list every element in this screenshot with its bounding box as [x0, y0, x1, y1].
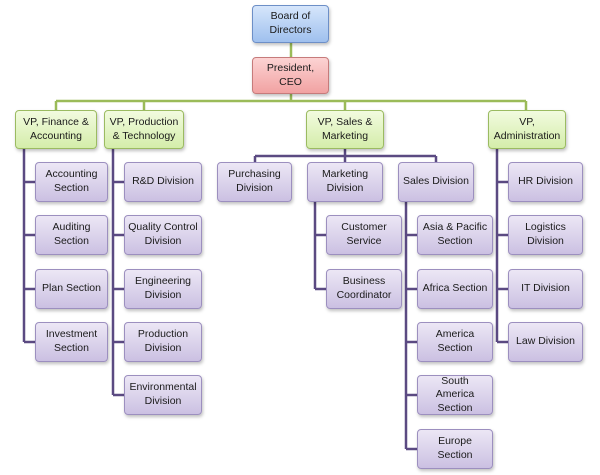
business-coordinator-label: Business Coordinator	[336, 275, 392, 301]
accounting-section-box: Accounting Section	[35, 162, 108, 202]
africa-section-box: Africa Section	[417, 269, 493, 309]
rnd-division-label: R&D Division	[132, 175, 194, 188]
africa-section-label: Africa Section	[422, 282, 488, 295]
it-division-box: IT Division	[508, 269, 583, 309]
vp-sales-box: VP, Sales & Marketing	[306, 110, 384, 149]
environmental-division-box: Environmental Division	[124, 375, 202, 415]
plan-section-box: Plan Section	[35, 269, 108, 309]
customer-service-box: Customer Service	[326, 215, 402, 255]
south-america-section-label: South America Section	[435, 374, 475, 414]
purchasing-division-box: Purchasing Division	[217, 162, 292, 202]
branch-connectors	[22, 149, 508, 451]
marketing-division-box: Marketing Division	[307, 162, 383, 202]
vp-sales-label: VP, Sales & Marketing	[317, 115, 373, 142]
europe-section-box: Europe Section	[417, 429, 493, 469]
vp-administration-box: VP, Administration	[488, 110, 566, 149]
vp-finance-box: VP, Finance & Accounting	[15, 110, 97, 149]
customer-service-label: Customer Service	[341, 221, 387, 247]
president-ceo-box: President, CEO	[252, 57, 329, 94]
logistics-division-label: Logistics Division	[525, 221, 566, 247]
america-section-box: America Section	[417, 322, 493, 362]
production-division-label: Production Division	[137, 328, 189, 354]
vp-production-box: VP, Production & Technology	[104, 110, 184, 149]
quality-control-division-label: Quality Control Division	[128, 221, 198, 247]
top-connectors	[54, 43, 528, 110]
hr-division-box: HR Division	[508, 162, 583, 202]
president-label: President, CEO	[266, 61, 315, 88]
quality-control-division-box: Quality Control Division	[124, 215, 202, 255]
vp-administration-label: VP, Administration	[493, 115, 561, 142]
plan-section-label: Plan Section	[42, 282, 101, 295]
rnd-division-box: R&D Division	[124, 162, 202, 202]
auditing-section-label: Auditing Section	[52, 221, 91, 247]
sales-division-label: Sales Division	[403, 175, 469, 188]
america-section-label: America Section	[435, 328, 475, 354]
vp-finance-label: VP, Finance & Accounting	[23, 115, 89, 142]
asia-pacific-section-box: Asia & Pacific Section	[417, 215, 493, 255]
board-label: Board of Directors	[269, 10, 312, 36]
marketing-division-label: Marketing Division	[321, 168, 369, 194]
environmental-division-label: Environmental Division	[129, 381, 197, 407]
investment-section-label: Investment Section	[45, 328, 98, 354]
engineering-division-label: Engineering Division	[134, 275, 192, 301]
business-coordinator-box: Business Coordinator	[326, 269, 402, 309]
board-of-directors-box: Board of Directors	[252, 5, 329, 43]
it-division-label: IT Division	[521, 282, 570, 295]
hr-division-label: HR Division	[518, 175, 573, 188]
law-division-box: Law Division	[508, 322, 583, 362]
engineering-division-box: Engineering Division	[124, 269, 202, 309]
sales-division-box: Sales Division	[398, 162, 474, 202]
law-division-label: Law Division	[516, 335, 575, 348]
production-division-box: Production Division	[124, 322, 202, 362]
auditing-section-box: Auditing Section	[35, 215, 108, 255]
logistics-division-box: Logistics Division	[508, 215, 583, 255]
investment-section-box: Investment Section	[35, 322, 108, 362]
europe-section-label: Europe Section	[437, 435, 473, 461]
asia-pacific-section-label: Asia & Pacific Section	[422, 221, 488, 247]
accounting-section-label: Accounting Section	[45, 168, 98, 194]
vp-production-label: VP, Production & Technology	[109, 115, 179, 142]
purchasing-division-label: Purchasing Division	[228, 168, 281, 194]
south-america-section-box: South America Section	[417, 375, 493, 415]
